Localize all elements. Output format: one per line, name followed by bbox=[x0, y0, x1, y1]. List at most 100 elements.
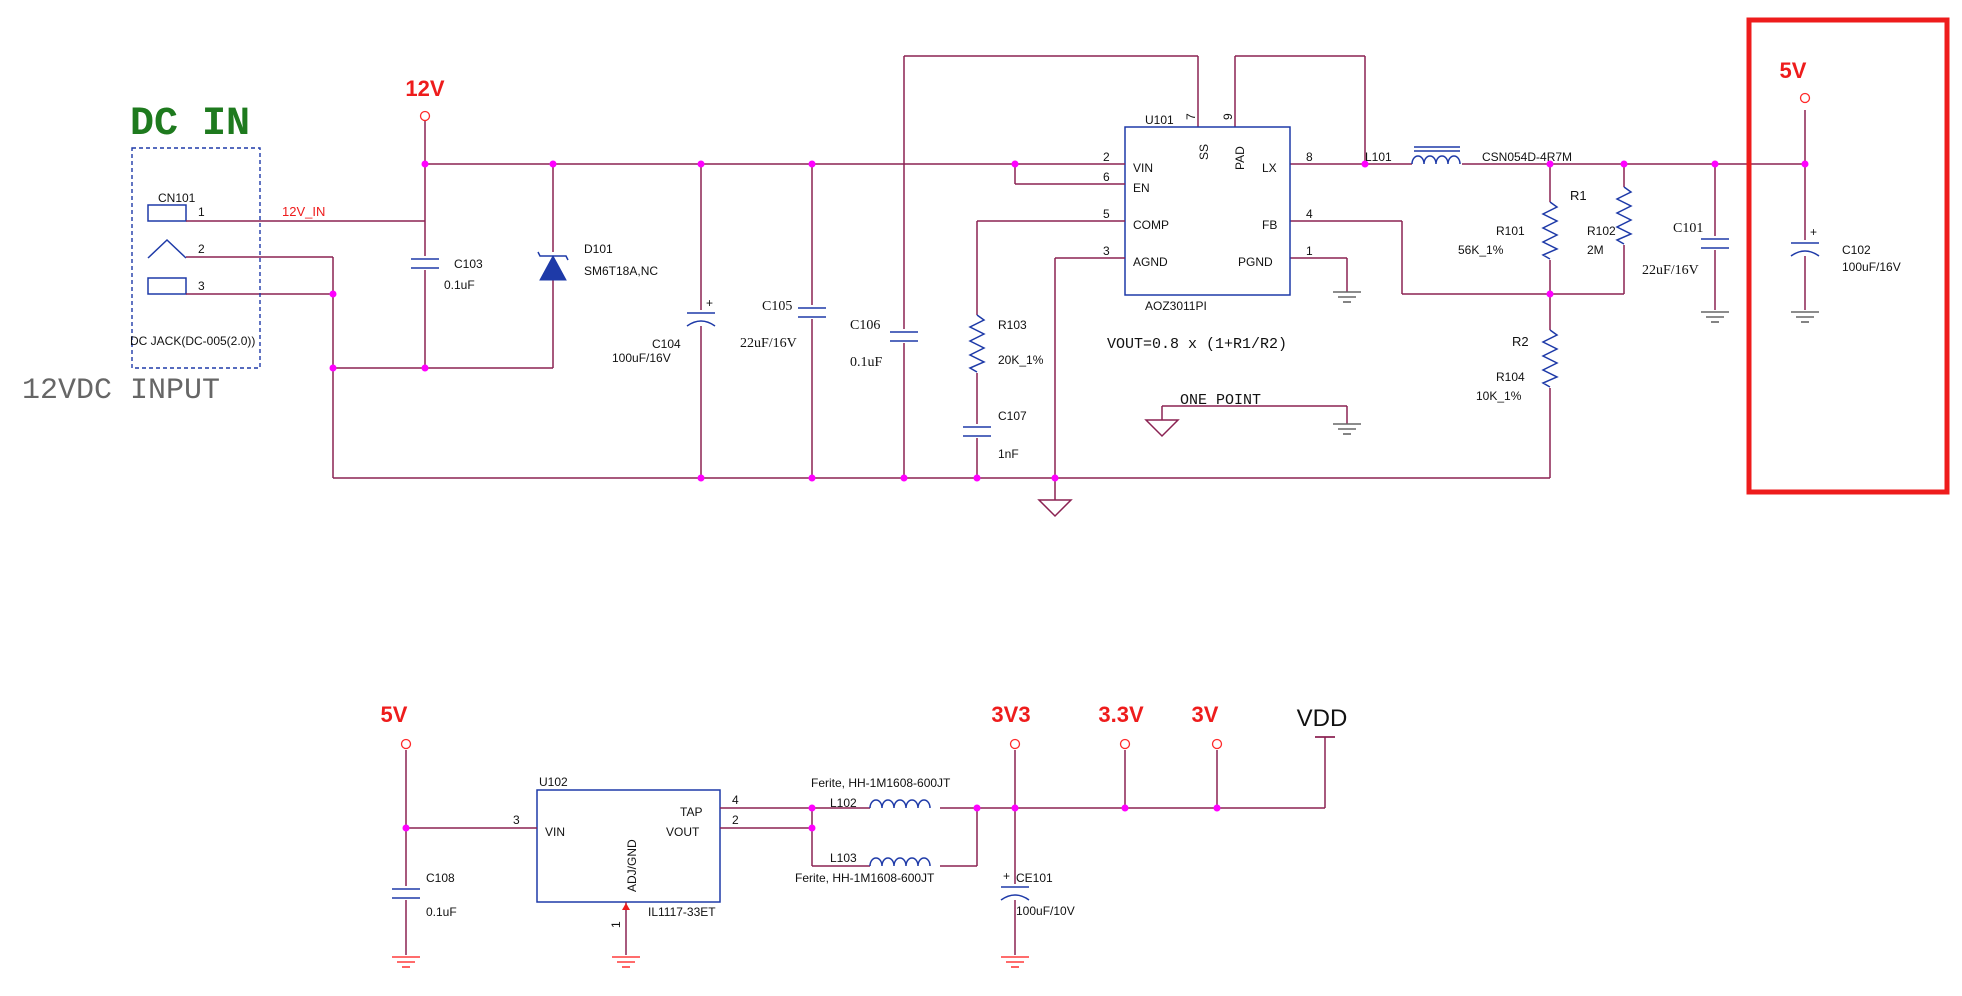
u101-pin5: 5 bbox=[1103, 207, 1110, 221]
u102-adj-label: ADJ/GND bbox=[625, 839, 639, 892]
net-5v-top-label: 5V bbox=[1780, 58, 1807, 83]
c105-ref: C105 bbox=[762, 299, 792, 314]
r104-ref: R104 bbox=[1496, 370, 1525, 384]
u101-ss-label: SS bbox=[1197, 144, 1211, 160]
top-wires bbox=[192, 55, 1806, 500]
c106-value: 0.1uF bbox=[850, 355, 883, 370]
u101-part: AOZ3011PI bbox=[1145, 299, 1207, 313]
net-3-3v-label: 3.3V bbox=[1098, 702, 1144, 727]
u101-ic: 2 6 5 3 VIN EN COMP AGND LX FB PGND 8 4 … bbox=[1103, 113, 1313, 313]
c104-capacitor: + C104 100uF/16V bbox=[612, 296, 716, 365]
r102-value: 2M bbox=[1587, 243, 1604, 257]
u102-vout-label: VOUT bbox=[666, 825, 700, 839]
r2-label: R2 bbox=[1512, 334, 1529, 349]
ce101-capacitor: + CE101 100uF/10V bbox=[1000, 869, 1075, 918]
input-label: 12VDC INPUT bbox=[22, 374, 220, 408]
u102-regulator: U102 VIN TAP VOUT ADJ/GND 3 4 2 1 IL1117… bbox=[513, 775, 739, 928]
l101-inductor: L101 CSN054D-4R7M bbox=[1365, 146, 1572, 166]
c108-ref: C108 bbox=[426, 871, 455, 885]
u101-pin1: 1 bbox=[1306, 244, 1313, 258]
c105-capacitor: C105 22uF/16V bbox=[740, 299, 827, 351]
power-port-5v-bottom: 5V bbox=[381, 702, 412, 750]
highlight-box bbox=[1746, 17, 1950, 495]
u101-pin4: 4 bbox=[1306, 207, 1313, 221]
l103-ferrite: L103 Ferite, HH-1M1608-600JT bbox=[795, 851, 940, 885]
u101-pad-label: PAD bbox=[1233, 146, 1247, 170]
cn101-desc: DC JACK(DC-005(2.0)) bbox=[130, 334, 255, 348]
r101-ref: R101 bbox=[1496, 224, 1525, 238]
d101-diode: D101 SM6T18A,NC bbox=[537, 242, 658, 281]
u101-pgnd-label: PGND bbox=[1238, 255, 1273, 269]
ce101-ref: CE101 bbox=[1016, 871, 1053, 885]
c101-ref: C101 bbox=[1673, 221, 1703, 236]
l103-value: Ferite, HH-1M1608-600JT bbox=[795, 871, 935, 885]
u101-agnd-label: AGND bbox=[1133, 255, 1168, 269]
c101-capacitor: C101 22uF/16V bbox=[1642, 221, 1730, 278]
l102-value: Ferite, HH-1M1608-600JT bbox=[811, 776, 951, 790]
c108-value: 0.1uF bbox=[426, 905, 457, 919]
c102-ref: C102 bbox=[1842, 243, 1871, 257]
r1-label: R1 bbox=[1570, 188, 1587, 203]
r104-value: 10K_1% bbox=[1476, 389, 1522, 403]
net-12v-in-label: 12V_IN bbox=[282, 204, 325, 219]
vout-formula: VOUT=0.8 x (1+R1/R2) bbox=[1107, 336, 1287, 353]
power-port-3-3v: 3.3V bbox=[1098, 702, 1144, 750]
c106-ref: C106 bbox=[850, 318, 880, 333]
power-port-3v3: 3V3 bbox=[991, 702, 1031, 750]
u102-pin2: 2 bbox=[732, 813, 739, 827]
u101-en-label: EN bbox=[1133, 181, 1150, 195]
r102-resistor: R102 2M bbox=[1587, 186, 1633, 257]
r103-ref: R103 bbox=[998, 318, 1027, 332]
power-port-5v-top: 5V bbox=[1780, 58, 1811, 104]
ce101-value: 100uF/10V bbox=[1016, 904, 1075, 918]
c108-capacitor: C108 0.1uF bbox=[391, 871, 457, 919]
u102-pin1: 1 bbox=[609, 921, 623, 928]
c107-capacitor: C107 1nF bbox=[962, 409, 1027, 461]
ce101-plus: + bbox=[1003, 869, 1010, 883]
d101-value: SM6T18A,NC bbox=[584, 264, 658, 278]
c105-value: 22uF/16V bbox=[740, 336, 797, 351]
net-3v-label: 3V bbox=[1192, 702, 1219, 727]
bottom-wires bbox=[405, 737, 1326, 955]
c104-ref: C104 bbox=[652, 337, 681, 351]
c103-ref: C103 bbox=[454, 257, 483, 271]
r103-resistor: R103 20K_1% bbox=[968, 314, 1044, 373]
c107-ref: C107 bbox=[998, 409, 1027, 423]
junctions-top bbox=[329, 160, 1809, 482]
l102-ferrite: Ferite, HH-1M1608-600JT L102 bbox=[811, 776, 951, 810]
c101-value: 22uF/16V bbox=[1642, 263, 1699, 278]
c102-plus: + bbox=[1810, 225, 1817, 239]
r102-ref: R102 bbox=[1587, 224, 1616, 238]
cn101-pin1: 1 bbox=[198, 205, 205, 219]
d101-ref: D101 bbox=[584, 242, 613, 256]
u102-pin3: 3 bbox=[513, 813, 520, 827]
net-vdd-label: VDD bbox=[1297, 705, 1348, 732]
l101-value: CSN054D-4R7M bbox=[1482, 150, 1572, 164]
u102-part: IL1117-33ET bbox=[648, 905, 716, 919]
u101-vin-label: VIN bbox=[1133, 161, 1153, 175]
r101-value: 56K_1% bbox=[1458, 243, 1504, 257]
c104-plus: + bbox=[706, 296, 713, 310]
c102-capacitor: + C102 100uF/16V bbox=[1790, 225, 1901, 274]
c107-value: 1nF bbox=[998, 447, 1019, 461]
power-port-vdd: VDD bbox=[1297, 705, 1348, 738]
u101-ref: U101 bbox=[1145, 113, 1174, 127]
c102-value: 100uF/16V bbox=[1842, 260, 1901, 274]
one-point-label: ONE POINT bbox=[1180, 392, 1261, 409]
l101-ref: L101 bbox=[1365, 150, 1392, 164]
ground-symbols-bottom bbox=[392, 956, 1029, 968]
u102-tap-label: TAP bbox=[680, 805, 702, 819]
u102-ref: U102 bbox=[539, 775, 568, 789]
l103-ref: L103 bbox=[830, 851, 857, 865]
cn101-pin2: 2 bbox=[198, 242, 205, 256]
r104-resistor: R104 10K_1% bbox=[1476, 329, 1559, 403]
net-12v-label: 12V bbox=[405, 76, 444, 101]
c104-value: 100uF/16V bbox=[612, 351, 671, 365]
cn101-connector: CN101 1 2 3 DC JACK(DC-005(2.0)) bbox=[130, 191, 255, 348]
u101-pin8: 8 bbox=[1306, 150, 1313, 164]
u101-comp-label: COMP bbox=[1133, 218, 1169, 232]
net-5v-bottom-label: 5V bbox=[381, 702, 408, 727]
u101-pin7: 7 bbox=[1184, 113, 1198, 120]
l102-ref: L102 bbox=[830, 796, 857, 810]
